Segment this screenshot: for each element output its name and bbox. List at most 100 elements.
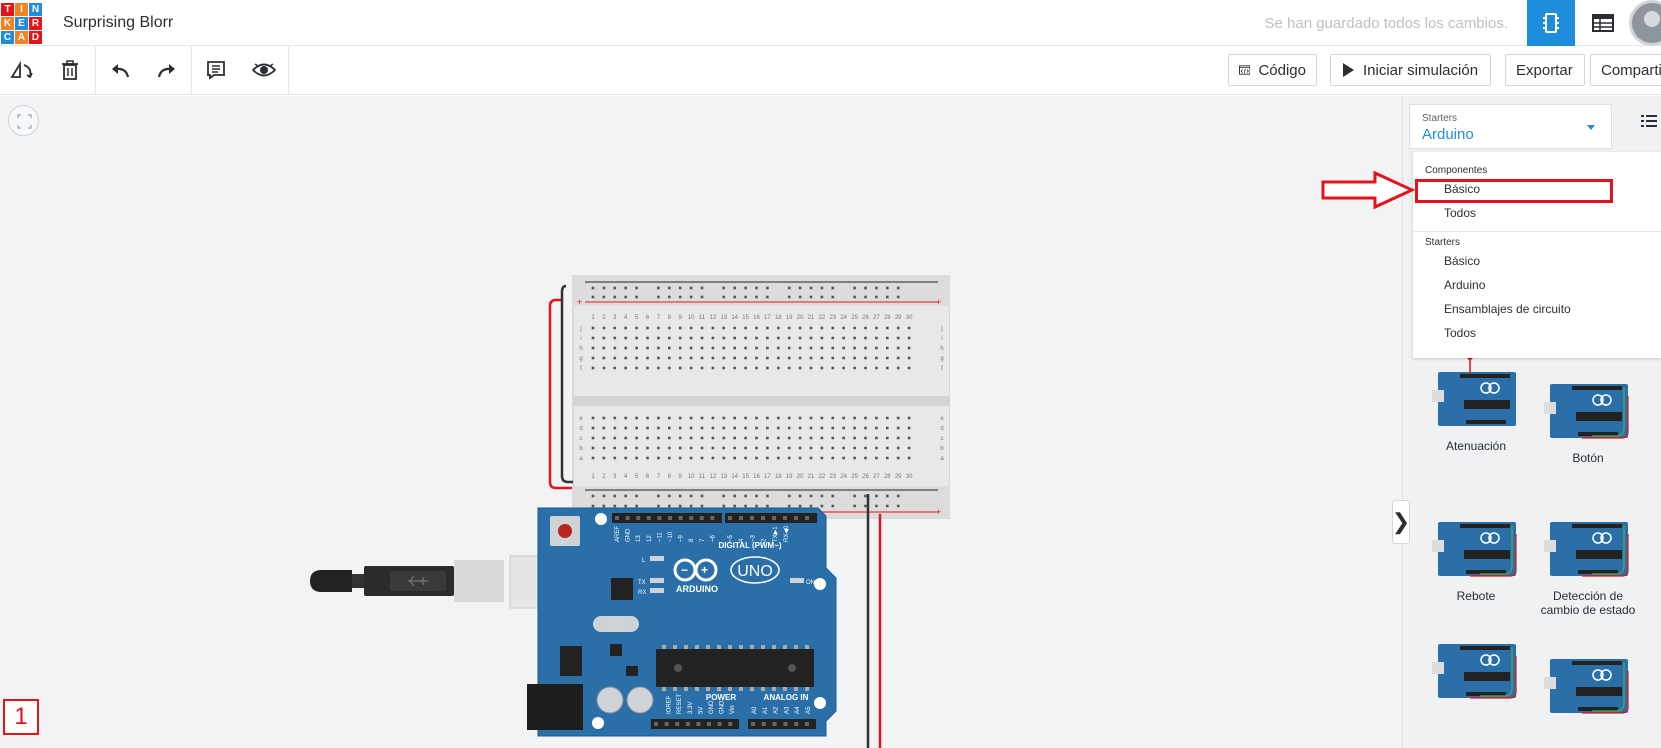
breadboard-column-number: 22 xyxy=(819,315,826,321)
share-button[interactable]: Compartir xyxy=(1590,54,1661,86)
rotate-button[interactable] xyxy=(6,54,38,86)
circuit-view-button[interactable] xyxy=(1527,0,1575,46)
logo-letter: K xyxy=(1,17,14,30)
breadboard-column-number: 5 xyxy=(635,315,639,321)
arduino-thumbnail-icon xyxy=(1544,659,1629,714)
arduino-thumbnail-icon xyxy=(1432,644,1517,699)
breadboard-column-number: 19 xyxy=(786,315,793,321)
toolbar-divider xyxy=(288,46,289,95)
breadboard-column-number: 24 xyxy=(840,474,847,480)
svg-text:−: − xyxy=(681,563,688,577)
visibility-icon xyxy=(252,63,276,77)
notes-button[interactable] xyxy=(200,54,232,86)
breadboard-column-number: 4 xyxy=(624,315,628,321)
user-avatar[interactable] xyxy=(1629,0,1661,46)
dropdown-item-starters-basico[interactable]: Básico xyxy=(1444,254,1481,268)
breadboard-row-letter: c xyxy=(941,436,944,442)
starter-card[interactable]: Botón xyxy=(1533,366,1643,465)
starter-card[interactable]: Rebote xyxy=(1421,504,1531,603)
workplane-canvas[interactable]: 1 + + + + 112233445566778899101011111212… xyxy=(0,96,1402,748)
chip-icon xyxy=(1543,13,1559,33)
chevron-down-icon xyxy=(1587,125,1595,130)
dropdown-item-starters-todos[interactable]: Todos xyxy=(1444,326,1477,340)
breadboard-column-number: 14 xyxy=(731,474,738,480)
dropdown-item-starters-ensamblajes[interactable]: Ensamblajes de circuito xyxy=(1444,302,1571,316)
category-dropdown-menu: Componentes Básico Todos Starters Básico… xyxy=(1413,152,1661,358)
panel-collapse-toggle[interactable]: ❯ xyxy=(1392,500,1410,544)
breadboard-column-number: 1 xyxy=(591,474,595,480)
breadboard-column-number: 3 xyxy=(613,315,617,321)
schematic-view-button[interactable] xyxy=(1579,0,1627,46)
breadboard-column-number: 21 xyxy=(808,315,815,321)
list-view-button[interactable] xyxy=(1641,114,1657,133)
zoom-fit-button[interactable] xyxy=(8,105,39,136)
breadboard-column-number: 2 xyxy=(602,474,606,480)
breadboard-column-number: 4 xyxy=(624,474,628,480)
breadboard[interactable]: + + + + 11223344556677889910101111121213… xyxy=(572,275,950,519)
breadboard-row-letter: h xyxy=(579,346,582,352)
breadboard-column-number: 8 xyxy=(668,315,672,321)
component-category-select[interactable]: Starters Arduino xyxy=(1409,104,1612,149)
analog-pin-label: A0 xyxy=(752,706,758,714)
breadboard-column-number: 7 xyxy=(657,474,661,480)
breadboard-column-number: 26 xyxy=(862,315,869,321)
breadboard-column-number: 11 xyxy=(699,474,706,480)
fit-view-icon xyxy=(17,114,32,129)
arduino-uno-board[interactable]: − + UNO ARDUINO DIGITAL (PWM~) POWER ANA… xyxy=(527,507,837,737)
starter-card[interactable] xyxy=(1533,641,1643,726)
digital-pin-label: 2 xyxy=(762,538,768,542)
starter-card[interactable]: Atenuación xyxy=(1421,354,1531,453)
breadboard-row-letter: a xyxy=(579,456,583,462)
visibility-button[interactable] xyxy=(248,54,280,86)
starter-card[interactable]: Detección de cambio de estado xyxy=(1533,504,1643,617)
analog-pin-label: A2 xyxy=(774,706,780,714)
breadboard-row-letter: a xyxy=(940,456,944,462)
digital-pin-label: ~11 xyxy=(657,532,663,542)
svg-text:+: + xyxy=(701,563,708,577)
start-simulation-button[interactable]: Iniciar simulación xyxy=(1330,54,1491,86)
code-icon xyxy=(1239,65,1251,75)
toolbar: Código Iniciar simulación Exportar Compa… xyxy=(0,46,1661,95)
code-button[interactable]: Código xyxy=(1228,54,1317,86)
logo-letter: E xyxy=(15,17,28,30)
logo-letter: N xyxy=(29,3,42,16)
dropdown-item-componentes-todos[interactable]: Todos xyxy=(1444,206,1477,220)
breadboard-column-number: 12 xyxy=(710,474,717,480)
analog-in-label: ANALOG IN xyxy=(764,693,809,702)
power-pin-label: 5V xyxy=(698,707,704,714)
breadboard-column-number: 26 xyxy=(862,474,869,480)
project-title[interactable]: Surprising Blorr xyxy=(63,14,174,31)
red-wire-rail-left xyxy=(548,298,572,490)
delete-button[interactable] xyxy=(54,54,86,86)
analog-pin-label: A1 xyxy=(763,706,769,714)
digital-pin-label: ~10 xyxy=(668,531,674,542)
save-status: Se han guardado todos los cambios. xyxy=(1264,15,1509,32)
play-icon xyxy=(1343,63,1354,77)
breadboard-row-letter: f xyxy=(580,366,582,372)
analog-pin-label: A4 xyxy=(795,706,801,714)
starter-card[interactable] xyxy=(1421,626,1531,711)
svg-text:+: + xyxy=(936,507,941,517)
breadboard-column-number: 28 xyxy=(884,474,891,480)
dropdown-item-componentes-basico[interactable]: Básico xyxy=(1444,182,1481,196)
arduino-model-label: UNO xyxy=(737,563,773,580)
digital-pin-label: RX◀0 xyxy=(784,525,790,542)
breadboard-column-number: 16 xyxy=(753,315,760,321)
dropdown-group-label: Starters xyxy=(1425,237,1461,248)
dropdown-item-starters-arduino[interactable]: Arduino xyxy=(1444,278,1486,292)
digital-pin-label: GND xyxy=(626,528,632,542)
export-label: Exportar xyxy=(1516,61,1573,79)
breadboard-row-letter: g xyxy=(940,356,943,362)
led-on-label: ON xyxy=(806,580,815,586)
breadboard-column-number: 25 xyxy=(851,474,858,480)
export-button[interactable]: Exportar xyxy=(1505,54,1585,86)
led-tx-label: TX xyxy=(638,580,646,586)
digital-pin-label: 13 xyxy=(636,535,642,542)
breadboard-column-number: 3 xyxy=(613,474,617,480)
undo-button[interactable] xyxy=(104,54,136,86)
toolbar-divider xyxy=(191,46,192,95)
breadboard-row-letter: j xyxy=(940,326,942,332)
redo-button[interactable] xyxy=(151,54,183,86)
